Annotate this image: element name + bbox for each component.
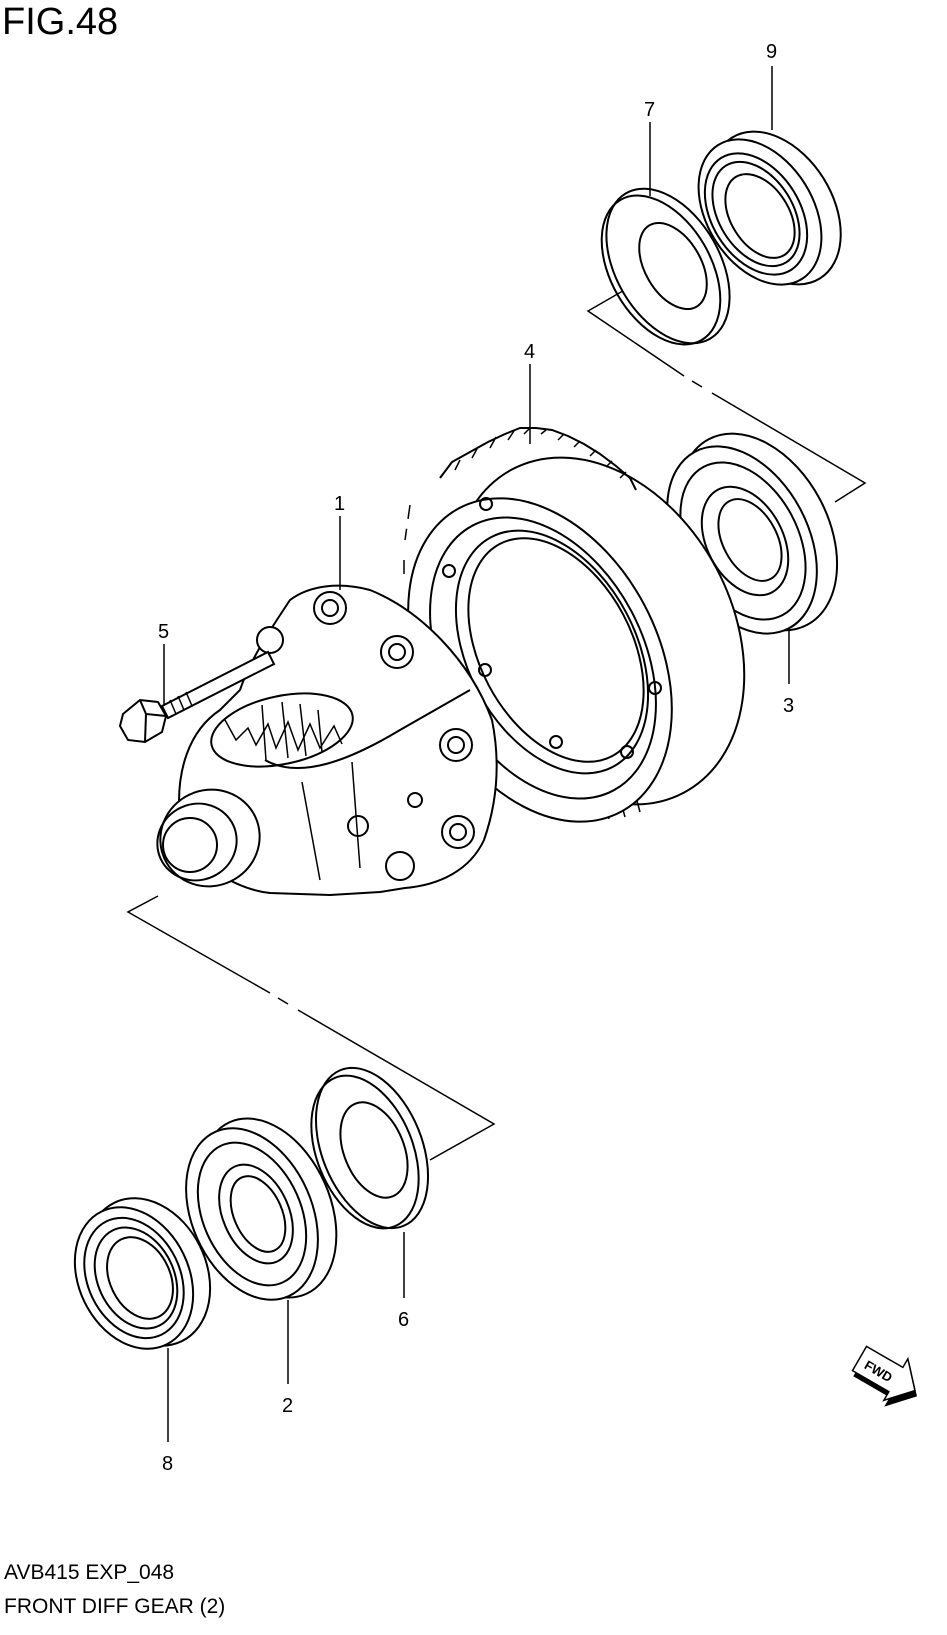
- callout-6: 6: [398, 1309, 409, 1331]
- figure-code: AVB415 EXP_048: [4, 1561, 175, 1584]
- callout-9: 9: [766, 41, 777, 63]
- callout-2: 2: [282, 1395, 293, 1417]
- part-2-bearing: [185, 1117, 338, 1301]
- part-8-oil-seal: [73, 1197, 212, 1350]
- part-7-shim: [600, 187, 731, 346]
- leader-lines: [163, 66, 790, 1442]
- callout-5: 5: [158, 621, 169, 643]
- part-6-shim: [310, 1066, 430, 1230]
- figure-title: FIG.48: [2, 1, 119, 43]
- callout-8: 8: [162, 1453, 173, 1475]
- callout-7: 7: [644, 99, 655, 121]
- callout-3: 3: [783, 695, 794, 717]
- upper-assembly-guide-line: [586, 287, 867, 503]
- lower-assembly-guide-line: [126, 895, 496, 1161]
- part-5-bolt: [118, 650, 276, 744]
- callout-4: 4: [524, 341, 535, 363]
- fwd-arrow-icon: FWD: [851, 1345, 917, 1407]
- callout-1: 1: [334, 493, 345, 515]
- part-9-oil-seal: [697, 130, 842, 286]
- figure-name: FRONT DIFF GEAR (2): [4, 1595, 226, 1618]
